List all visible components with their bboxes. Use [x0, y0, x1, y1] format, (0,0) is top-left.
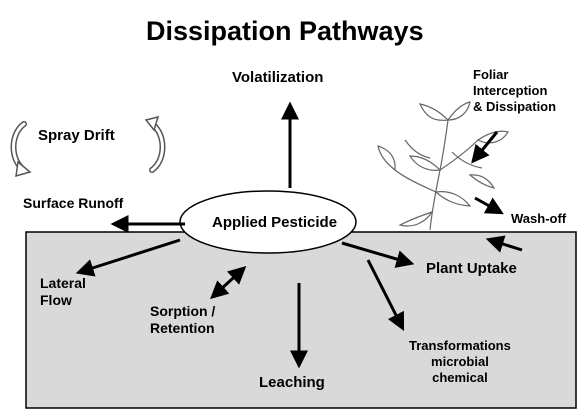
wash-off-arrow [475, 198, 500, 212]
foliar-label: Foliar Interception & Dissipation [473, 67, 556, 115]
transformations-label: Transformations microbial chemical [409, 338, 511, 386]
applied-pesticide-label: Applied Pesticide [212, 214, 337, 231]
curved-arrow-right-icon [146, 117, 163, 170]
spray-drift-label: Spray Drift [38, 127, 115, 144]
curved-arrow-left-icon [14, 124, 31, 176]
leaching-label: Leaching [259, 374, 325, 391]
wash-off-label: Wash-off [511, 211, 566, 227]
volatilization-label: Volatilization [232, 69, 323, 86]
lateral-flow-label: Lateral Flow [40, 275, 86, 309]
diagram-title: Dissipation Pathways [146, 16, 424, 47]
plant-uptake-label: Plant Uptake [426, 260, 517, 277]
surface-runoff-label: Surface Runoff [23, 195, 123, 212]
sorption-label: Sorption / Retention [150, 303, 215, 337]
plant-icon [378, 102, 508, 230]
